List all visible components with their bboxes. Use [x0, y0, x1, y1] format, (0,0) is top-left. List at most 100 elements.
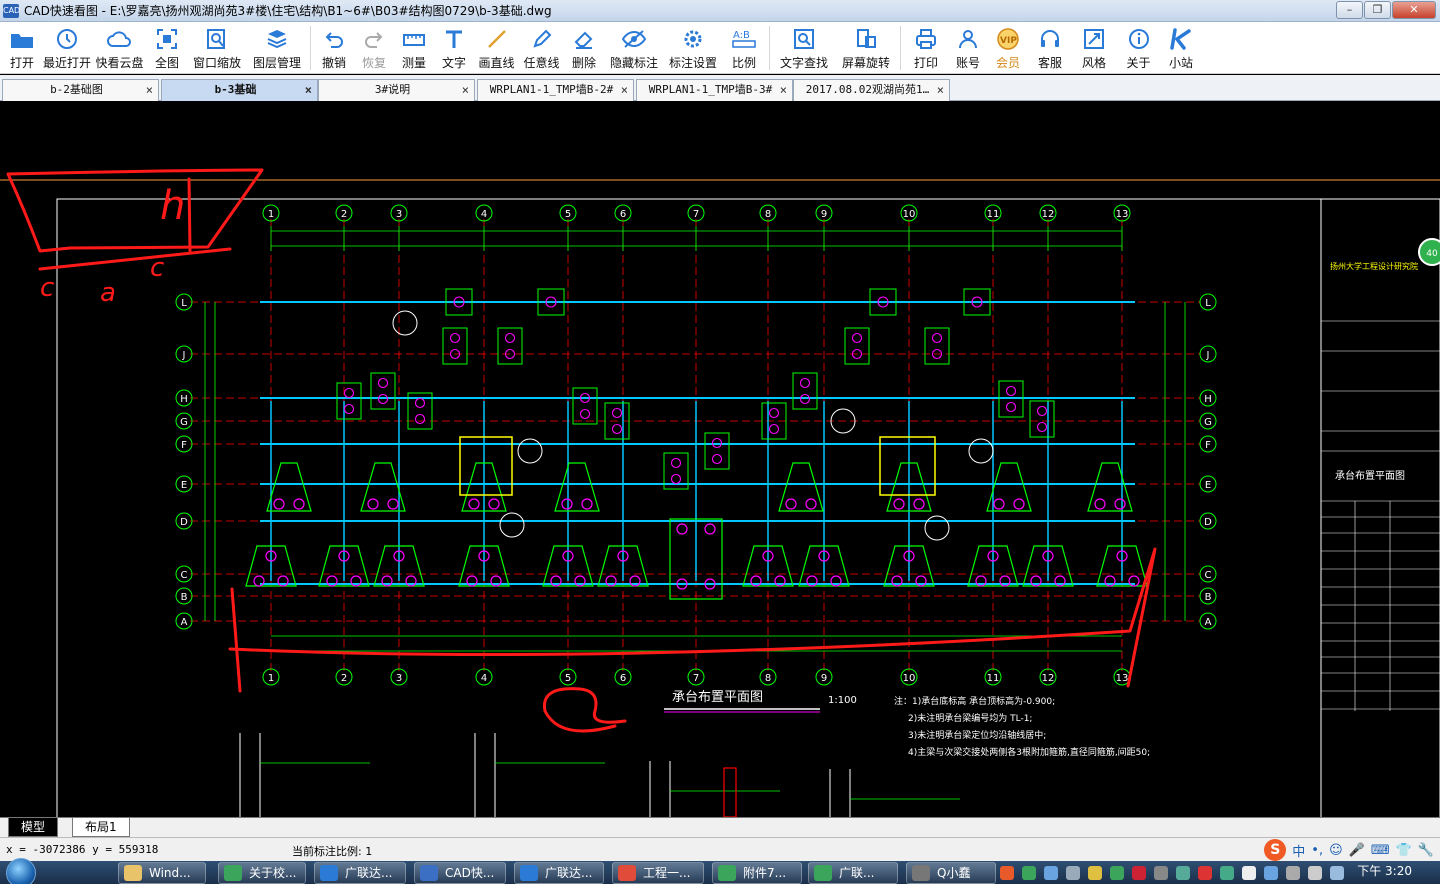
tab-close-icon[interactable]: ×	[936, 83, 944, 97]
document-tab[interactable]: WRPLAN1-1_TMP墙B-3#×	[636, 79, 793, 101]
pile	[562, 550, 574, 562]
toolbar-button-layers[interactable]: 图层管理	[247, 22, 307, 74]
tray-icon[interactable]	[1110, 866, 1124, 880]
pile-cap	[318, 545, 370, 587]
tray-icon[interactable]	[1088, 866, 1102, 880]
tray-icon[interactable]	[1242, 866, 1256, 880]
tab-close-icon[interactable]: ×	[304, 83, 312, 97]
taskbar-item[interactable]: 附件7...	[712, 862, 802, 884]
drawing-border	[56, 198, 1440, 817]
ime-item[interactable]: •,	[1311, 842, 1324, 858]
toolbar-button-redo[interactable]: 恢复	[354, 22, 394, 74]
toolbar-button-undo[interactable]: 撤销	[314, 22, 354, 74]
tab-close-icon[interactable]: ×	[620, 83, 628, 97]
document-tab[interactable]: b-2基础图 ×	[2, 79, 159, 101]
axis-label: 10	[903, 673, 916, 684]
pile	[768, 423, 780, 435]
tab-label: 3#说明	[374, 83, 411, 96]
maximize-button[interactable]: ❐	[1364, 1, 1391, 19]
toolbar-button-headset[interactable]: 客服	[1028, 22, 1072, 74]
tab-close-icon[interactable]: ×	[461, 83, 469, 97]
toolbar-button-line[interactable]: 画直线	[474, 22, 519, 74]
document-tab[interactable]: 2017.08.02观湖尚苑1…×	[793, 79, 950, 101]
axis-bubble	[687, 204, 705, 222]
tray-icon[interactable]	[1132, 866, 1146, 880]
toolbar-button-rotate[interactable]: 屏幕旋转	[835, 22, 897, 74]
toolbar-button-eraser[interactable]: 删除	[564, 22, 604, 74]
document-tab[interactable]: WRPLAN1-1_TMP墙B-2#×	[477, 79, 634, 101]
taskbar-item[interactable]: 关于校...	[218, 862, 306, 884]
taskbar-item[interactable]: 广联达...	[314, 862, 406, 884]
axis-bubble	[390, 668, 408, 686]
tray-icon[interactable]	[1286, 866, 1300, 880]
layout-tab[interactable]: 布局1	[72, 818, 130, 837]
tab-close-icon[interactable]: ×	[145, 83, 153, 97]
tray-icon[interactable]	[1198, 866, 1212, 880]
toolbar-button-annotation-settings[interactable]: 标注设置	[664, 22, 722, 74]
toolbar-button-info[interactable]: 关于	[1116, 22, 1161, 74]
pile	[1036, 421, 1048, 433]
tray-icon[interactable]	[1000, 866, 1014, 880]
taskbar-label: 广联...	[839, 866, 875, 880]
tray-icon[interactable]	[1154, 866, 1168, 880]
pile	[377, 393, 389, 405]
start-button[interactable]	[6, 858, 46, 884]
ime-item[interactable]: 🎤	[1348, 842, 1365, 858]
toolbar-button-history[interactable]: 最近打开	[42, 22, 92, 74]
pile	[1114, 498, 1126, 510]
toolbar-button-cloud[interactable]: 快看云盘	[92, 22, 147, 74]
taskbar-item[interactable]: Wind...	[118, 862, 206, 884]
ime-item[interactable]: ⌨	[1370, 842, 1390, 858]
tray-icon[interactable]	[1220, 866, 1234, 880]
taskbar-item[interactable]: 广联...	[808, 862, 898, 884]
ime-item[interactable]: 中	[1292, 844, 1306, 860]
tray-icon[interactable]	[1264, 866, 1278, 880]
taskbar-item[interactable]: 工程一...	[612, 862, 704, 884]
svg-text:VIP: VIP	[1000, 36, 1017, 46]
tab-close-icon[interactable]: ×	[779, 83, 787, 97]
tray-icon[interactable]	[1022, 866, 1036, 880]
taskbar-label: Q小蠢	[937, 866, 971, 880]
toolbar-button-eye[interactable]: 隐藏标注	[604, 22, 664, 74]
title-bar: CAD CAD快速看图 - E:\罗嘉亮\扬州观湖尚苑3#楼\住宅\结构\B1~…	[0, 0, 1440, 22]
toolbar-button-folder[interactable]: 打开	[2, 22, 42, 74]
toolbar-button-text[interactable]: 文字	[434, 22, 474, 74]
pile	[971, 296, 983, 308]
document-tab[interactable]: 3#说明 ×	[318, 79, 475, 101]
app-icon	[618, 865, 636, 881]
toolbar-button-user[interactable]: 账号	[948, 22, 988, 74]
tray-icon[interactable]	[1308, 866, 1322, 880]
axis-label: 1	[268, 209, 274, 220]
toolbar-button-text-search[interactable]: 文字查找	[773, 22, 835, 74]
document-tab[interactable]: b-3基础×	[161, 79, 318, 101]
tab-label: b-2基础图	[50, 83, 103, 96]
toolbar-button-style[interactable]: 风格	[1072, 22, 1116, 74]
toolbar-button-window-zoom[interactable]: 窗口缩放	[187, 22, 247, 74]
taskbar-item[interactable]: Q小蠢	[906, 862, 996, 884]
toolbar-button-pencil[interactable]: 任意线	[519, 22, 564, 74]
minimize-button[interactable]: –	[1336, 1, 1363, 19]
ime-item[interactable]: 👕	[1395, 842, 1412, 858]
tray-icon[interactable]	[1044, 866, 1058, 880]
axis-bubble	[614, 204, 632, 222]
tray-icon[interactable]	[1066, 866, 1080, 880]
sogou-logo-icon[interactable]: S	[1264, 839, 1287, 861]
taskbar-item[interactable]: 广联达...	[514, 862, 604, 884]
toolbar-button-measure[interactable]: 测量	[394, 22, 434, 74]
layout-tab[interactable]: 模型	[8, 818, 59, 837]
tray-icon[interactable]	[1330, 866, 1344, 880]
taskbar-item[interactable]: CAD快...	[414, 862, 506, 884]
toolbar-button-printer[interactable]: 打印	[904, 22, 948, 74]
toolbar-button-fullview[interactable]: 全图	[147, 22, 187, 74]
tray-icon[interactable]	[1176, 866, 1190, 880]
toolbar-button-k-logo[interactable]: 小站	[1161, 22, 1201, 74]
close-button[interactable]: ✕	[1392, 1, 1436, 19]
ime-item[interactable]: 🔧	[1417, 842, 1434, 858]
ime-item[interactable]: ☺	[1329, 842, 1343, 858]
zoom-badge-text: 40	[1426, 249, 1438, 259]
